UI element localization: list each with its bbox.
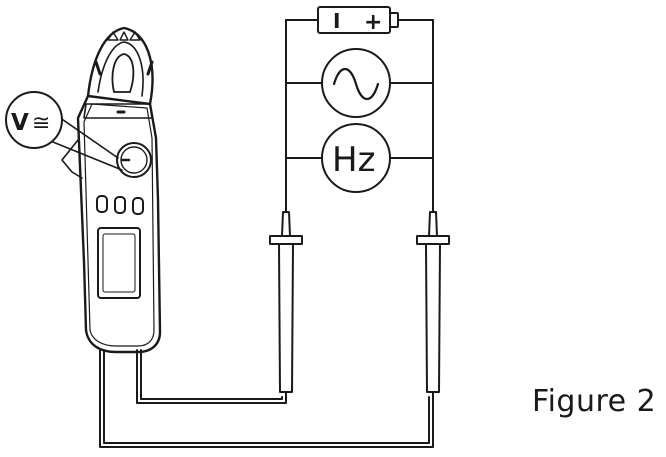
battery-icon: I +: [317, 6, 399, 35]
meter-buttons[interactable]: [96, 195, 144, 215]
figure-caption: Figure 2: [532, 384, 657, 419]
ac-source-icon: [321, 48, 391, 118]
probe-left: [269, 182, 303, 401]
meter-display: [97, 227, 141, 299]
battery-plus-label: +: [364, 10, 382, 35]
rotary-dial-icon[interactable]: [116, 142, 152, 178]
ac-dc-symbol: ≅: [32, 111, 50, 136]
battery-minus-label: I: [333, 9, 340, 33]
frequency-source-icon: Hz: [321, 123, 391, 193]
test-leads: [99, 349, 434, 448]
circuit-wiring: [285, 19, 434, 184]
mode-callout: V ≅: [5, 91, 123, 171]
frequency-label: Hz: [332, 140, 375, 180]
voltage-mode-label: V: [11, 110, 29, 136]
probe-right: [416, 182, 450, 401]
clamp-meter: [61, 26, 162, 354]
